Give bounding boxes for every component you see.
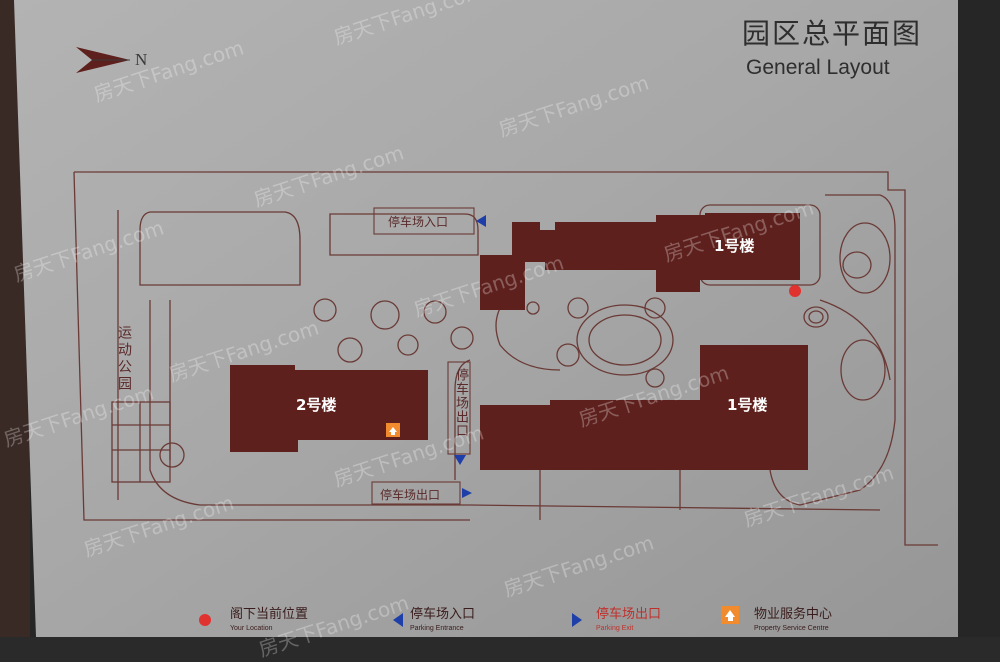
parking-exit-arrow-icon xyxy=(462,488,472,498)
parking-exit-label: 停车场出口 xyxy=(380,488,441,502)
building-1-north-label: 1号楼 xyxy=(714,237,755,255)
legend-exit-label-en: Parking Exit xyxy=(596,625,634,632)
sign-title-zh: 园区总平面图 xyxy=(742,17,923,50)
legend-location-label: 阁下当前位置 xyxy=(230,607,309,622)
sign-plate xyxy=(0,0,958,637)
sign-title-en: General Layout xyxy=(746,56,890,79)
legend-service-label-en: Property Service Centre xyxy=(754,625,829,632)
parking-exit-vertical-label: 停车场出口 xyxy=(453,368,468,438)
building-2-label: 2号楼 xyxy=(296,396,337,414)
legend-exit-icon xyxy=(572,613,582,627)
legend-location-label-en: Your Location xyxy=(230,625,273,632)
parking-entrance-label: 停车场入口 xyxy=(388,215,449,229)
legend-service-label: 物业服务中心 xyxy=(754,607,833,622)
compass-arrow-icon xyxy=(76,47,130,73)
site-roads xyxy=(73,171,938,546)
legend-entrance-label-en: Parking Entrance xyxy=(410,625,464,632)
legend-location-icon xyxy=(199,614,211,626)
parking-exit-down-arrow-icon xyxy=(454,455,466,465)
legend-exit-label: 停车场出口 xyxy=(596,607,662,622)
sports-park-label: 运动公园 xyxy=(116,325,132,393)
service-centre-icon xyxy=(386,423,400,437)
compass-north-label: N xyxy=(135,50,148,69)
legend-entrance-icon xyxy=(393,613,403,627)
building-1-south-label: 1号楼 xyxy=(727,396,768,414)
your-location-marker xyxy=(789,285,801,297)
sign-photo: 园区总平面图 General Layout N 1号楼 2号楼 1号楼 停车场入… xyxy=(0,0,958,662)
legend-service-icon xyxy=(721,606,739,624)
legend-entrance-label: 停车场入口 xyxy=(410,607,476,622)
buildings xyxy=(230,213,808,470)
parking-entrance-arrow-icon xyxy=(476,215,486,227)
